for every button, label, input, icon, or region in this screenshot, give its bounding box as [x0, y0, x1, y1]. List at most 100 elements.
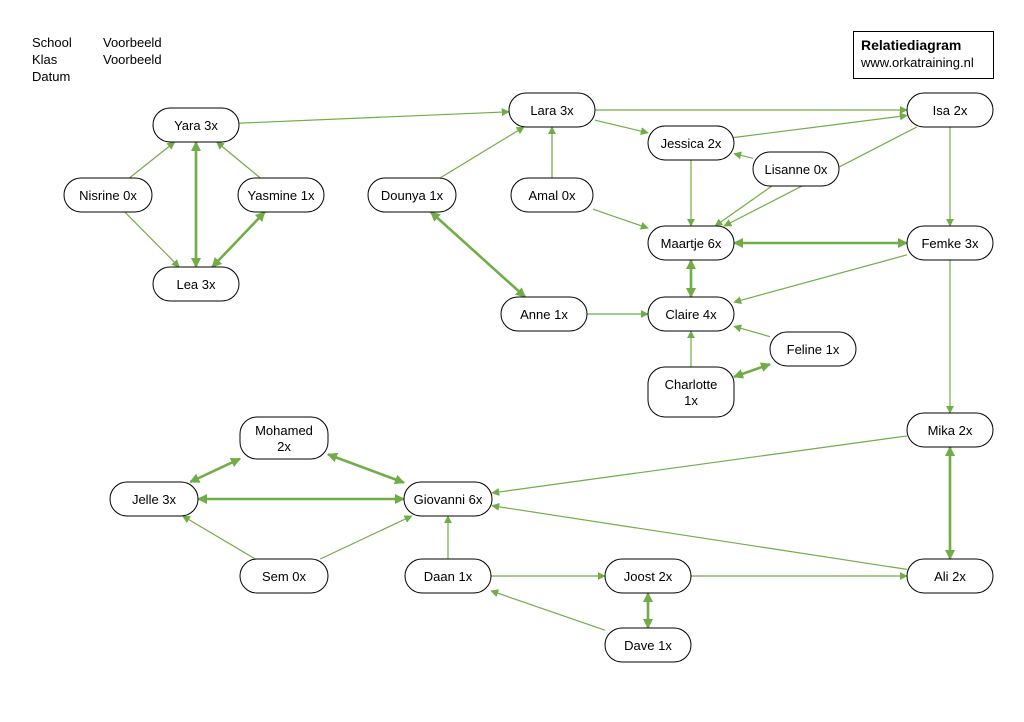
- node-box: [769, 331, 857, 367]
- edge-dounya-lara: [439, 126, 525, 179]
- node-dave: Dave 1x: [604, 627, 692, 663]
- node-label: Claire 4x: [665, 307, 717, 322]
- school-value: Voorbeeld: [103, 35, 162, 50]
- node-label: Lara 3x: [530, 103, 574, 118]
- node-box: [906, 558, 994, 594]
- edge-lara-jessica: [594, 119, 649, 136]
- klas-label: Klas: [32, 52, 58, 67]
- node-label: 2x: [277, 439, 291, 454]
- node-label: Feline 1x: [787, 342, 840, 357]
- node-label: Mohamed: [255, 423, 313, 438]
- edges-layer: [124, 106, 955, 631]
- node-box: [647, 366, 735, 418]
- node-label: Jessica 2x: [661, 136, 722, 151]
- header-info: School Voorbeeld Klas Voorbeeld Datum: [32, 34, 162, 85]
- node-box: [152, 266, 240, 302]
- node-daan: Daan 1x: [404, 558, 492, 594]
- node-label: 1x: [684, 393, 698, 408]
- node-amal: Amal 0x: [510, 177, 594, 213]
- website-url: www.orkatraining.nl: [861, 55, 974, 70]
- node-giovanni: Giovanni 6x: [403, 481, 493, 517]
- edge-amal-maartje: [592, 208, 649, 230]
- edge-mika-giovanni: [491, 435, 908, 496]
- node-box: [63, 177, 153, 213]
- node-box: [647, 225, 735, 261]
- node-label: Jelle 3x: [132, 492, 177, 507]
- datum-row: Datum: [32, 68, 162, 85]
- node-claire: Claire 4x: [647, 296, 735, 332]
- node-box: [508, 92, 596, 128]
- edge-lisanne-jessica: [733, 151, 754, 160]
- node-feline: Feline 1x: [769, 331, 857, 367]
- node-label: Sem 0x: [262, 569, 307, 584]
- node-box: [403, 481, 493, 517]
- diagram-title: Relatiediagram: [861, 37, 962, 53]
- node-box: [510, 177, 594, 213]
- node-label: Maartje 6x: [661, 236, 722, 251]
- node-label: Mika 2x: [928, 423, 973, 438]
- edge-sem-giovanni: [319, 515, 413, 560]
- node-box: [367, 177, 457, 213]
- title-box: Relatiediagram www.orkatraining.nl: [853, 31, 994, 79]
- node-anne: Anne 1x: [500, 296, 588, 332]
- node-box: [109, 481, 199, 517]
- node-box: [152, 107, 240, 143]
- node-label: Amal 0x: [529, 188, 576, 203]
- node-dounya: Dounya 1x: [367, 177, 457, 213]
- node-box: [237, 177, 325, 213]
- node-label: Nisrine 0x: [79, 188, 137, 203]
- node-label: Giovanni 6x: [414, 492, 483, 507]
- node-lea: Lea 3x: [152, 266, 240, 302]
- school-label: School: [32, 35, 72, 50]
- edge-nisrine-yara: [128, 141, 176, 179]
- node-label: Femke 3x: [921, 236, 979, 251]
- edge-feline-claire: [733, 324, 771, 338]
- node-label: Lea 3x: [176, 277, 216, 292]
- node-box: [604, 627, 692, 663]
- node-box: [647, 296, 735, 332]
- edge-dave-daan: [490, 589, 606, 631]
- edge-dounya-anne: [429, 211, 527, 298]
- node-label: Lisanne 0x: [765, 162, 828, 177]
- node-box: [906, 412, 994, 448]
- node-label: Yara 3x: [174, 118, 218, 133]
- klas-value: Voorbeeld: [103, 52, 162, 67]
- edge-femke-claire: [733, 254, 908, 305]
- node-label: Ali 2x: [934, 569, 966, 584]
- nodes-layer: Yara 3x Nisrine 0x Yasmine 1x Lea 3x Dounya …: [63, 92, 994, 663]
- node-box: [906, 225, 994, 261]
- edge-nisrine-lea: [124, 211, 180, 268]
- node-box: [647, 125, 735, 161]
- edge-ali-giovanni: [491, 502, 908, 570]
- node-yasmine: Yasmine 1x: [237, 177, 325, 213]
- datum-label: Datum: [32, 69, 71, 84]
- node-lisanne: Lisanne 0x: [752, 151, 840, 187]
- node-box: [404, 558, 492, 594]
- node-label: Daan 1x: [424, 569, 473, 584]
- node-label: Yasmine 1x: [248, 188, 315, 203]
- node-maartje: Maartje 6x: [647, 225, 735, 261]
- edge-yara-lara: [238, 108, 510, 124]
- node-label: Charlotte: [665, 377, 718, 392]
- edge-sem-jelle: [182, 515, 256, 560]
- node-femke: Femke 3x: [906, 225, 994, 261]
- node-mika: Mika 2x: [906, 412, 994, 448]
- node-jelle: Jelle 3x: [109, 481, 199, 517]
- edge-yasmine-yara: [216, 141, 261, 179]
- node-box: [752, 151, 840, 187]
- edge-jessica-isa: [733, 112, 908, 139]
- edge-mohamed-jelle: [189, 457, 241, 484]
- node-box: [239, 558, 329, 594]
- edge-yasmine-lea: [211, 211, 266, 268]
- node-label: Isa 2x: [933, 103, 968, 118]
- node-label: Dounya 1x: [381, 188, 444, 203]
- klas-row: Klas Voorbeeld: [32, 51, 162, 68]
- node-isa: Isa 2x: [906, 92, 994, 128]
- node-sem: Sem 0x: [239, 558, 329, 594]
- node-ali: Ali 2x: [906, 558, 994, 594]
- node-box: [239, 416, 329, 460]
- node-box: [604, 558, 692, 594]
